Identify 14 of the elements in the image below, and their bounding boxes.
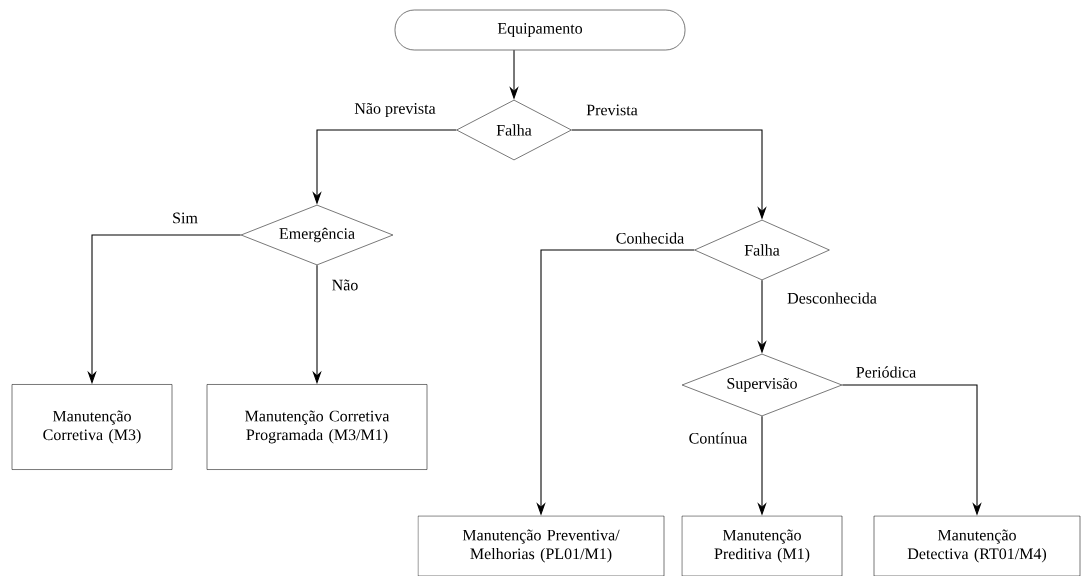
edge-label: Contínua: [689, 432, 748, 444]
edge-label: Conhecida: [616, 232, 684, 244]
edge-label: Não: [332, 279, 358, 291]
terminal-box: Equipamento: [394, 9, 686, 51]
edge-label: Periódica: [856, 366, 916, 378]
process-box: Manutenção Detectiva (RT01/M4): [873, 515, 1081, 576]
edge-label: Desconhecida: [787, 292, 877, 304]
edge-label: Não prevista: [354, 102, 436, 118]
process-box: Manutenção Preventiva/ Melhorias (PL01/M1): [417, 515, 665, 576]
edge-label: Sim: [173, 212, 198, 224]
process-box: Manutenção Preditiva (M1): [681, 515, 843, 576]
process-box: Manutenção Corretiva (M3): [11, 384, 173, 470]
edge-label: Prevista: [586, 104, 638, 116]
process-box: Manutenção Corretiva Programada (M3/M1): [206, 384, 428, 470]
